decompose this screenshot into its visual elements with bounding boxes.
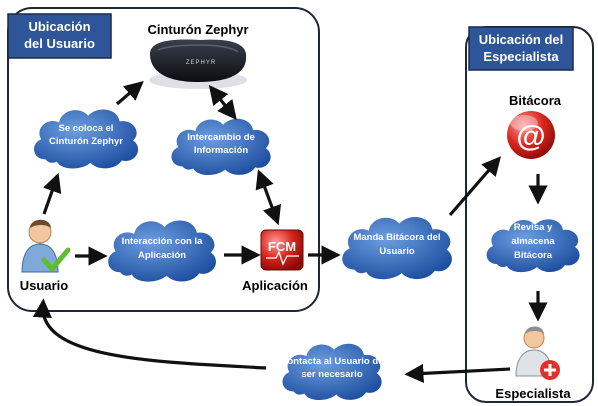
at-sign-icon: @ [507, 111, 555, 159]
zephyr-title: Cinturón Zephyr [147, 22, 248, 37]
aplicacion-label: Aplicación [242, 278, 308, 293]
bitacora-label: Bitácora [509, 93, 562, 108]
arrows [32, 81, 548, 384]
fcm-icon-text: FCM [268, 239, 296, 254]
arrow-usuario-to-coloca [42, 172, 62, 215]
cloud-intercambio-line1: Intercambio de [187, 132, 255, 143]
cloud-interaccion-line1: Interacción con la [122, 236, 203, 247]
cloud-revisa-line3: Bitácora [514, 250, 553, 261]
cloud-contacta: Contacta al Usuario de ser necesario [281, 343, 384, 401]
fcm-app-icon: FCM [260, 229, 304, 271]
specialist-location-title-line1: Ubicación del [479, 32, 564, 47]
user-location-title-line2: del Usuario [24, 36, 95, 51]
user-location-region [7, 7, 320, 312]
user-location-header: Ubicación del Usuario [7, 13, 112, 59]
cloud-interaccion-line2: Aplicación [138, 250, 186, 261]
user-location-title-line1: Ubicación [28, 19, 90, 34]
arrow-intercambio-app [255, 169, 282, 226]
user-check-icon [21, 219, 71, 273]
cloud-se-coloca: Se coloca el Cinturón Zephyr [34, 109, 139, 169]
cloud-manda-line2: Usuario [379, 246, 415, 257]
cloud-contacta-line1: Contacta al Usuario de [281, 356, 384, 367]
specialist-location-title-line2: Especialista [483, 49, 559, 64]
usuario-label: Usuario [20, 278, 68, 293]
device-label: ZEPHYR [186, 60, 216, 66]
cloud-revisa: Revisa y almacena Bitácora [486, 219, 580, 273]
cloud-manda-bitacora: Manda Bitácora del Usuario [342, 216, 452, 280]
especialista-label: Especialista [495, 386, 571, 401]
cloud-se-coloca-line2: Cinturón Zephyr [49, 136, 123, 147]
user-plus-icon [515, 326, 560, 380]
zephyr-belt-device-icon: ZEPHYR [149, 39, 247, 89]
cloud-manda-line1: Manda Bitácora del [353, 232, 440, 243]
arrow-manda-to-bitacora [448, 156, 502, 217]
cloud-revisa-line1: Revisa y [514, 222, 553, 233]
cloud-contacta-line2: ser necesario [301, 369, 362, 380]
arrow-contacta-to-usuario [32, 298, 267, 370]
cloud-intercambio: Intercambio de Información [171, 118, 271, 176]
arrow-coloca-to-device [115, 81, 144, 106]
cloud-interaccion: Interacción con la Aplicación [108, 220, 216, 282]
svg-text:@: @ [516, 120, 545, 153]
cloud-se-coloca-line1: Se coloca el [59, 123, 114, 134]
arrow-especialista-to-contacta [404, 363, 511, 384]
cloud-intercambio-line2: Información [194, 145, 249, 156]
cloud-revisa-line2: almacena [511, 236, 555, 247]
arrow-device-intercambio [208, 85, 237, 120]
specialist-location-header: Ubicación del Especialista [468, 26, 574, 71]
